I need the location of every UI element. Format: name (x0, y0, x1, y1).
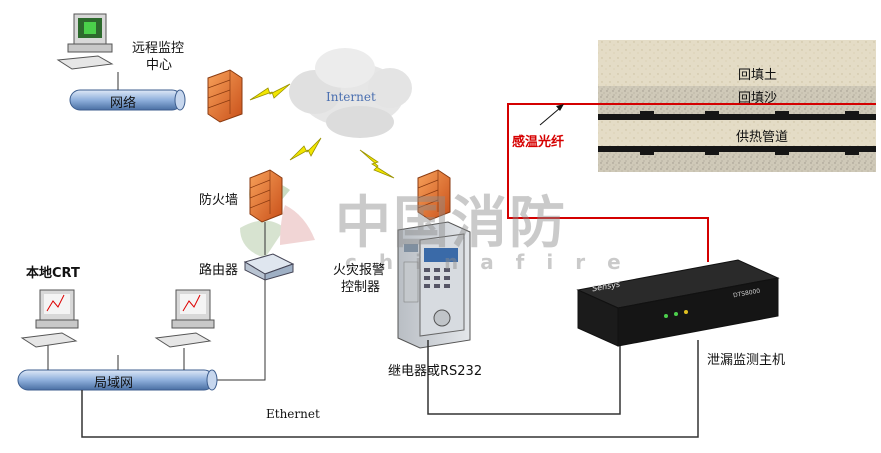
fire-panel-label-2: 控制器 (341, 280, 381, 295)
router-label: 路由器 (199, 263, 239, 278)
network-pipe (69, 89, 186, 111)
sensor-fiber-line (507, 103, 876, 262)
local-pc-icon (20, 289, 79, 348)
firewall-panel-icon (417, 169, 451, 221)
watermark-text-cn: 中国消防 (335, 191, 567, 256)
firewall-label: 防火墙 (199, 193, 239, 208)
lan-label: 局域网 (94, 376, 134, 391)
relay-label: 继电器或RS232 (388, 364, 483, 379)
monitor-host-label: 泄漏监测主机 (707, 353, 786, 368)
network-label: 网络 (110, 96, 137, 111)
remote-center-label-2: 中心 (146, 58, 173, 73)
ground-section (598, 40, 876, 172)
heat-pipe-label: 供热管道 (736, 130, 789, 145)
local-pc-2-icon (154, 289, 215, 348)
firewall-remote-icon (207, 69, 243, 123)
watermark-text-en: chinafire (345, 250, 643, 274)
firewall-local-icon (249, 169, 283, 223)
internet-label: Internet (326, 90, 376, 104)
remote-pc-icon (56, 13, 114, 70)
lan-pipe (17, 369, 218, 391)
backfill-soil-label: 回填土 (738, 68, 778, 83)
internet-cloud (289, 48, 412, 138)
sensor-fiber-label: 感温光纤 (512, 135, 565, 150)
fire-panel-label-1: 火灾报警 (333, 263, 386, 278)
local-crt-label: 本地CRT (26, 266, 80, 281)
backfill-sand-label: 回填沙 (738, 91, 778, 106)
fire-panel-cabinet (397, 221, 471, 349)
lightning-icon (249, 83, 395, 179)
router-icon (243, 253, 295, 281)
remote-center-label-1: 远程监控 (132, 41, 185, 56)
ethernet-label: Ethernet (266, 407, 320, 421)
monitor-host-device (576, 259, 780, 347)
